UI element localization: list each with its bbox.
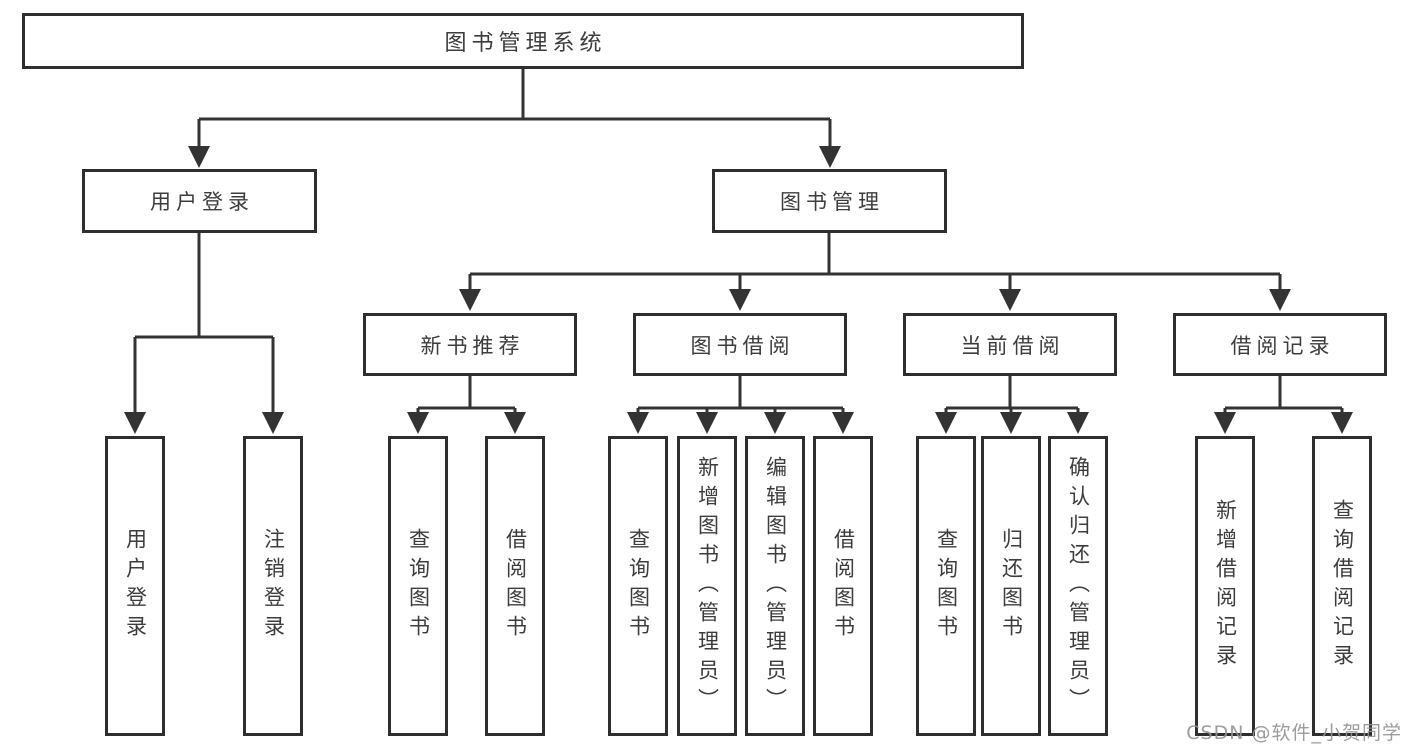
csdn-watermark: CSDN @软件_小贺同学 (1186, 722, 1402, 744)
leaf-logout-label: 注销登录 (261, 528, 286, 644)
node-root-label: 图书管理系统 (444, 31, 607, 56)
leaf-current-return-label: 归还图书 (999, 528, 1024, 644)
node-root: 图书管理系统 (22, 13, 1024, 69)
leaf-borrow-query-label: 查询图书 (626, 528, 651, 644)
leaf-current-query: 查询图书 (916, 436, 976, 736)
leaf-borrow-borrow: 借阅图书 (813, 436, 873, 736)
leaf-record-query-label: 查询借阅记录 (1330, 499, 1355, 673)
node-new-book-recommend-label: 新书推荐 (420, 333, 525, 358)
leaf-record-add-label: 新增借阅记录 (1213, 499, 1238, 673)
node-book-management-label: 图书管理 (780, 190, 884, 214)
leaf-borrow-borrow-label: 借阅图书 (831, 528, 856, 644)
node-new-book-recommend: 新书推荐 (363, 313, 577, 376)
node-book-borrow: 图书借阅 (633, 313, 847, 376)
leaf-current-confirm-label: 确认归还（管理员） (1066, 455, 1091, 717)
leaf-borrow-add-label: 新增图书（管理员） (695, 455, 720, 717)
leaf-logout: 注销登录 (243, 436, 303, 736)
node-current-borrow-label: 当前借阅 (960, 333, 1065, 358)
leaf-newbook-query-label: 查询图书 (406, 528, 431, 644)
node-user-login: 用户登录 (82, 169, 317, 233)
leaf-newbook-borrow: 借阅图书 (485, 436, 545, 736)
leaf-current-return: 归还图书 (981, 436, 1041, 736)
node-current-borrow: 当前借阅 (903, 313, 1117, 376)
leaf-newbook-query: 查询图书 (388, 436, 448, 736)
leaf-newbook-borrow-label: 借阅图书 (503, 528, 528, 644)
leaf-user-login: 用户登录 (105, 436, 165, 736)
leaf-record-query: 查询借阅记录 (1312, 436, 1372, 736)
node-user-login-label: 用户登录 (150, 190, 254, 214)
node-book-borrow-label: 图书借阅 (690, 333, 795, 358)
node-book-management: 图书管理 (712, 169, 947, 233)
leaf-current-confirm: 确认归还（管理员） (1048, 436, 1108, 736)
leaf-borrow-query: 查询图书 (608, 436, 668, 736)
leaf-borrow-edit-label: 编辑图书（管理员） (763, 455, 788, 717)
leaf-user-login-label: 用户登录 (123, 528, 148, 644)
leaf-current-query-label: 查询图书 (934, 528, 959, 644)
node-borrow-records-label: 借阅记录 (1230, 333, 1335, 358)
leaf-record-add: 新增借阅记录 (1195, 436, 1255, 736)
leaf-borrow-add: 新增图书（管理员） (677, 436, 737, 736)
leaf-borrow-edit: 编辑图书（管理员） (745, 436, 805, 736)
node-borrow-records: 借阅记录 (1173, 313, 1387, 376)
